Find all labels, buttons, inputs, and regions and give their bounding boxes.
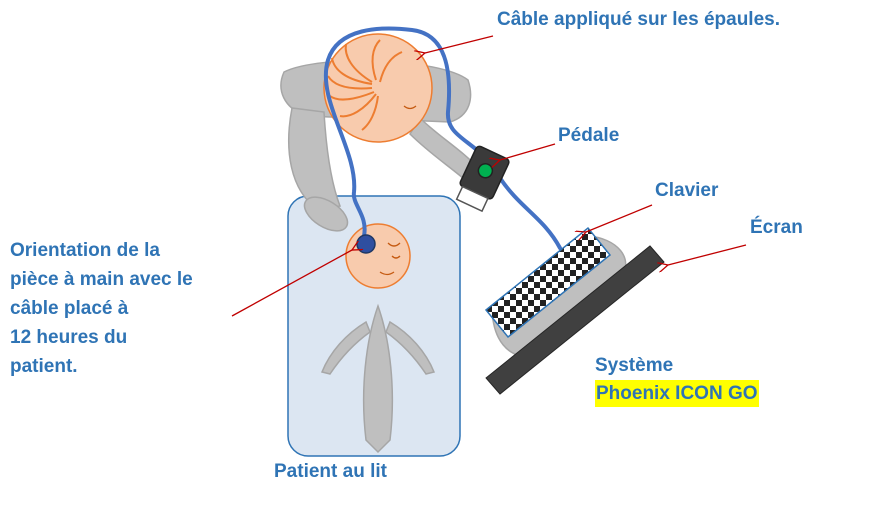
label-patient-bed: Patient au lit xyxy=(274,458,387,485)
label-keyboard: Clavier xyxy=(655,177,718,204)
label-system: Système xyxy=(595,352,673,379)
label-orientation-line: câble placé à xyxy=(10,294,193,323)
patient-head xyxy=(346,224,410,288)
label-orientation: Orientation de la pièce à main avec le c… xyxy=(10,236,193,381)
handpiece xyxy=(357,235,375,253)
label-orientation-line: pièce à main avec le xyxy=(10,265,193,294)
arrow-screen xyxy=(668,245,746,265)
label-pedal: Pédale xyxy=(558,122,619,149)
label-product: Phoenix ICON GO xyxy=(595,380,759,407)
arrow-pedal xyxy=(500,144,555,160)
label-orientation-line: Orientation de la xyxy=(10,236,193,265)
label-cable-shoulders: Câble appliqué sur les épaules. xyxy=(497,6,780,33)
arrow-keyboard xyxy=(586,205,652,232)
label-orientation-line: patient. xyxy=(10,352,193,381)
label-screen: Écran xyxy=(750,214,803,241)
label-orientation-line: 12 heures du xyxy=(10,323,193,352)
